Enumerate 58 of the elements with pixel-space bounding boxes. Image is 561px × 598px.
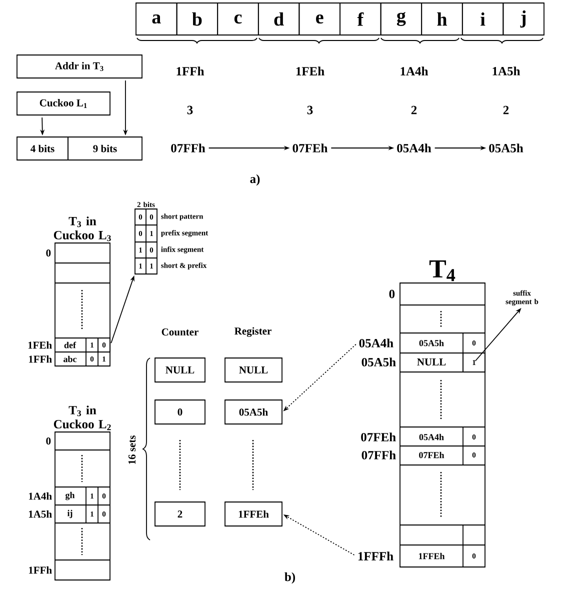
- bit-field-box: 9 bits: [68, 136, 142, 160]
- register-box: 05A5h: [224, 400, 282, 424]
- panel-label: a): [250, 174, 260, 186]
- letter-cell: c: [217, 2, 259, 36]
- column-header: Counter: [162, 328, 198, 336]
- cell-text: gh: [65, 492, 75, 500]
- row-address: 0: [46, 249, 51, 257]
- brace-label: 16 sets: [128, 436, 136, 464]
- address-value: 1A5h: [492, 66, 520, 76]
- cell-text: def: [64, 342, 76, 348]
- address-value: 1FFFh: [358, 552, 394, 560]
- row-address: 07FFh: [362, 450, 396, 460]
- cell-text: ij: [67, 510, 72, 518]
- letter-cell: d: [258, 2, 300, 36]
- cell-text: 05A4h: [419, 434, 444, 440]
- node-label: T$_{3}$ in Cuckoo L$_{3}$: [54, 216, 111, 242]
- count-value: 3: [307, 106, 313, 114]
- cell-text: 1FFEh: [418, 552, 445, 560]
- letter-cell: a: [136, 2, 178, 36]
- address-value: 07FEh: [292, 144, 328, 152]
- bit-field-box: 4 bits: [16, 136, 68, 160]
- cell-text: 05A5h: [419, 340, 444, 346]
- letter-cell: b: [176, 2, 218, 36]
- letter-cell: e: [298, 2, 340, 36]
- row-address: 1FEh: [28, 341, 52, 349]
- counter-box: NULL: [154, 358, 206, 382]
- row-address: 1FFh: [28, 355, 52, 363]
- address-value: 05A4h: [359, 338, 394, 348]
- node-label: T$_{4}$: [429, 260, 456, 282]
- letter-cell: f: [340, 2, 382, 36]
- cell-text: 07FEh: [419, 452, 444, 458]
- row-address: 0: [389, 290, 395, 298]
- row-address: 05A5h: [362, 358, 396, 366]
- count-value: 3: [187, 106, 193, 114]
- count-value: 2: [411, 106, 417, 114]
- letter-cell: g: [380, 2, 422, 36]
- address-value: 07FFh: [171, 144, 206, 152]
- counter-box: 2: [154, 502, 206, 526]
- count-value: 2: [503, 106, 509, 114]
- letter-cell: j: [502, 2, 544, 36]
- label-box: Addr in T$_{3}$: [16, 54, 142, 78]
- node-label: T$_{3}$ in Cuckoo L$_{2}$: [54, 406, 111, 430]
- cell-text: abc: [64, 356, 77, 362]
- letter-cell: h: [421, 2, 463, 36]
- register-box: NULL: [224, 358, 282, 382]
- address-value: 05A4h: [397, 144, 432, 152]
- register-box: 1FFEh: [224, 502, 282, 526]
- column-header: Register: [234, 327, 272, 337]
- panel-label: b): [284, 572, 295, 584]
- letter-cell: i: [462, 2, 504, 36]
- counter-box: 0: [154, 400, 206, 424]
- row-address: 07FEh: [361, 432, 396, 442]
- address-value: 1FFh: [176, 66, 204, 76]
- label-box: Cuckoo L$_{1}$: [16, 92, 110, 116]
- address-value: 1FEh: [296, 66, 324, 76]
- cell-text: NULL: [417, 358, 446, 366]
- address-value: 05A5h: [489, 144, 524, 152]
- address-value: 1A4h: [400, 66, 428, 76]
